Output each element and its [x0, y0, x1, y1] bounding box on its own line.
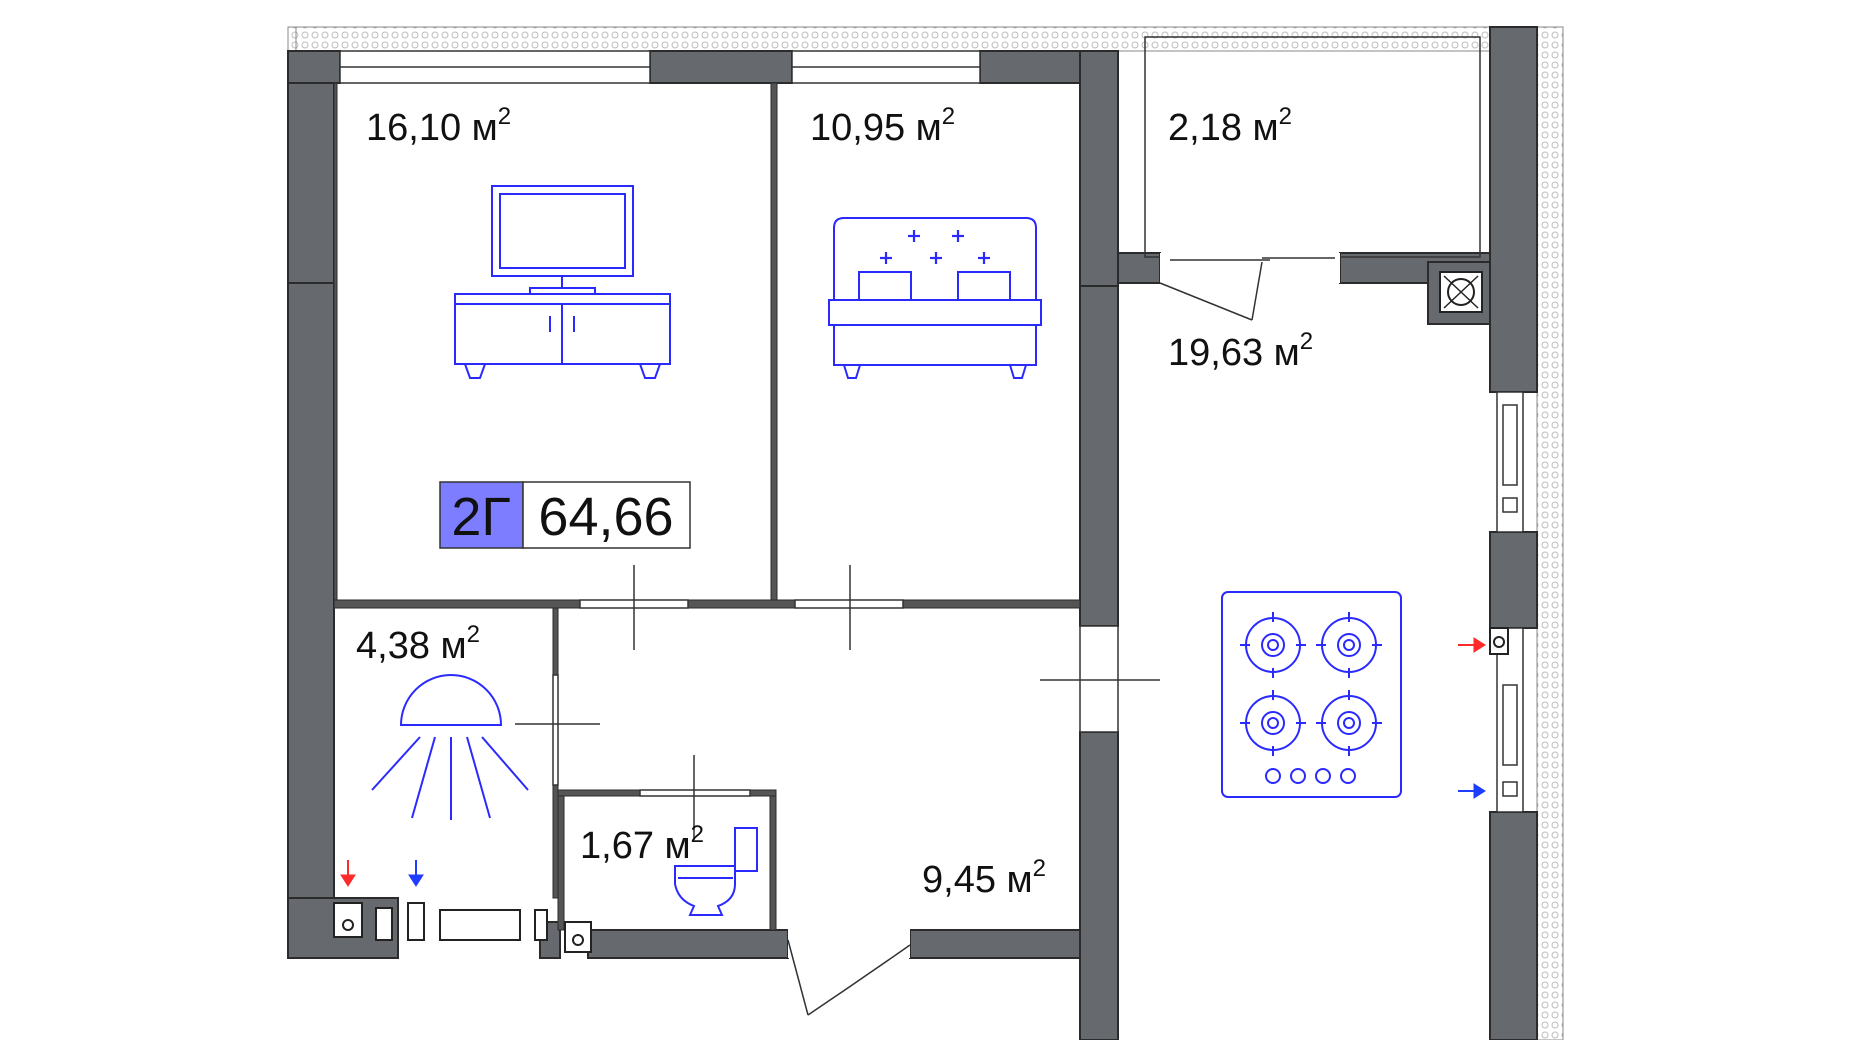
area-label-balcony: 2,18 м2 [1168, 103, 1292, 149]
area-label-bedroom: 10,95 м2 [810, 103, 955, 149]
doors [552, 253, 1340, 1016]
burner-bottom-left [1240, 690, 1306, 756]
total-area: 64,66 [538, 487, 673, 547]
unit-badge: 2Г 64,66 [439, 481, 691, 549]
area-label-toilet: 1,67 м2 [580, 821, 704, 867]
burner-top-right [1316, 612, 1382, 678]
double-bed-icon [828, 217, 1042, 379]
burner-top-left [1240, 612, 1306, 678]
area-label-kitchen: 19,63 м2 [1168, 328, 1313, 374]
unit-code: 2Г [451, 487, 510, 547]
shower-icon [371, 674, 529, 820]
area-label-bathroom: 4,38 м2 [356, 621, 480, 667]
cold-water-arrow-icon [408, 783, 1486, 887]
walls [287, 26, 1538, 1040]
toilet-icon [674, 827, 758, 916]
windows [339, 36, 1524, 813]
hot-water-arrow-icon [340, 637, 1486, 887]
door-markers [515, 565, 1160, 840]
ventilation-icon [1439, 271, 1483, 313]
area-label-living-room: 16,10 м2 [366, 103, 511, 149]
total-area-box [522, 481, 691, 549]
burner-bottom-right [1316, 690, 1382, 756]
area-label-hallway: 9,45 м2 [922, 855, 1046, 901]
room-area-labels: 16,10 м2 10,95 м2 2,18 м2 19,63 м2 4,38 … [356, 103, 1313, 901]
gas-stove-icon [1221, 591, 1402, 798]
tv-stand-icon [454, 185, 671, 379]
plumbing-fixtures [333, 627, 1509, 953]
